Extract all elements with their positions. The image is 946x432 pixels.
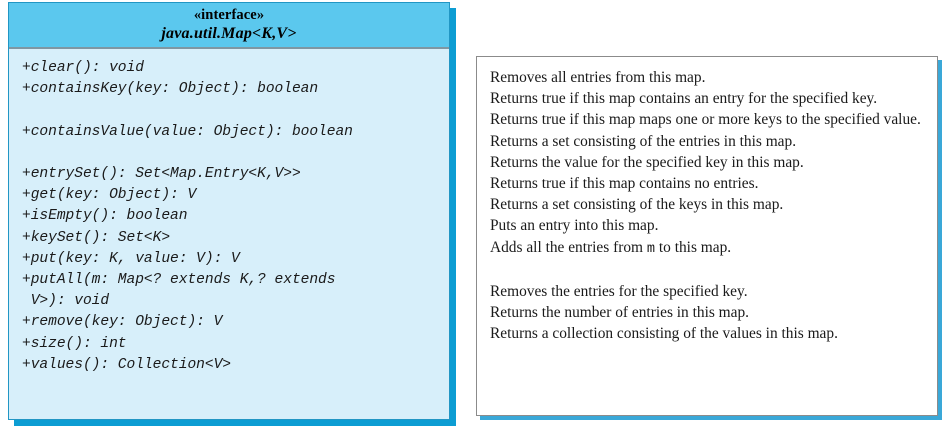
method-description-row: Returns a collection consisting of the v… — [490, 325, 838, 343]
method-description-row: Returns true if this map maps one or mor… — [490, 111, 921, 129]
method-description-row: Removes all entries from this map. — [490, 69, 706, 86]
method-description-row: Returns a set consisting of the entries … — [490, 132, 797, 150]
method-description-row: Returns true if this map contains no ent… — [490, 175, 759, 193]
uml-method-row: +entrySet(): Set<Map.Entry<K,V>> — [22, 165, 301, 182]
uml-method-row: +clear(): void — [22, 60, 144, 76]
description-text-fragment: to this map. — [655, 238, 732, 256]
uml-method-row: +containsKey(key: Object): boolean — [22, 81, 319, 98]
uml-stereotype-label: «interface» — [193, 7, 265, 23]
uml-method-row: +keySet(): Set<K> — [22, 229, 171, 246]
method-description-box: Removes all entries from this map. Return… — [476, 56, 938, 416]
inline-code-token: m — [646, 241, 656, 257]
method-description-list: Removes all entries from this map. Return… — [477, 57, 937, 345]
uml-class-name-label: java.util.Map<K,V> — [161, 25, 297, 42]
method-description-row: Returns a set consisting of the keys in … — [490, 196, 784, 214]
uml-method-row: +isEmpty(): boolean — [22, 208, 188, 225]
uml-method-row: V>): void — [22, 293, 110, 310]
method-description-row: Removes the entries for the specified ke… — [490, 283, 748, 301]
uml-class-header: «interface» java.util.Map<K,V> — [9, 3, 449, 49]
uml-method-row: +putAll(m: Map<? extends K,? extends — [22, 272, 336, 288]
uml-method-row: +values(): Collection<V> — [22, 356, 231, 373]
uml-method-row: +put(key: K, value: V): V — [22, 250, 240, 267]
uml-method-row: +remove(key: Object): V — [22, 314, 223, 331]
uml-method-row: +get(key: Object): V — [22, 187, 197, 204]
uml-interface-box: «interface» java.util.Map<K,V> +clear():… — [8, 2, 450, 420]
method-description-row: Returns true if this map contains an ent… — [490, 90, 878, 108]
uml-method-row: +containsValue(value: Object): boolean — [22, 123, 353, 140]
method-description-row: Puts an entry into this map. — [490, 217, 659, 235]
uml-method-list: +clear(): void +containsKey(key: Object):… — [9, 49, 449, 376]
method-description-row: Adds all the entries from m to this map. — [490, 237, 929, 260]
description-text-fragment: Adds all the entries from — [490, 238, 647, 256]
method-description-row: Returns the value for the specified key … — [490, 153, 804, 171]
uml-method-row: +size(): int — [22, 335, 127, 352]
method-description-row: Returns the number of entries in this ma… — [490, 304, 750, 322]
